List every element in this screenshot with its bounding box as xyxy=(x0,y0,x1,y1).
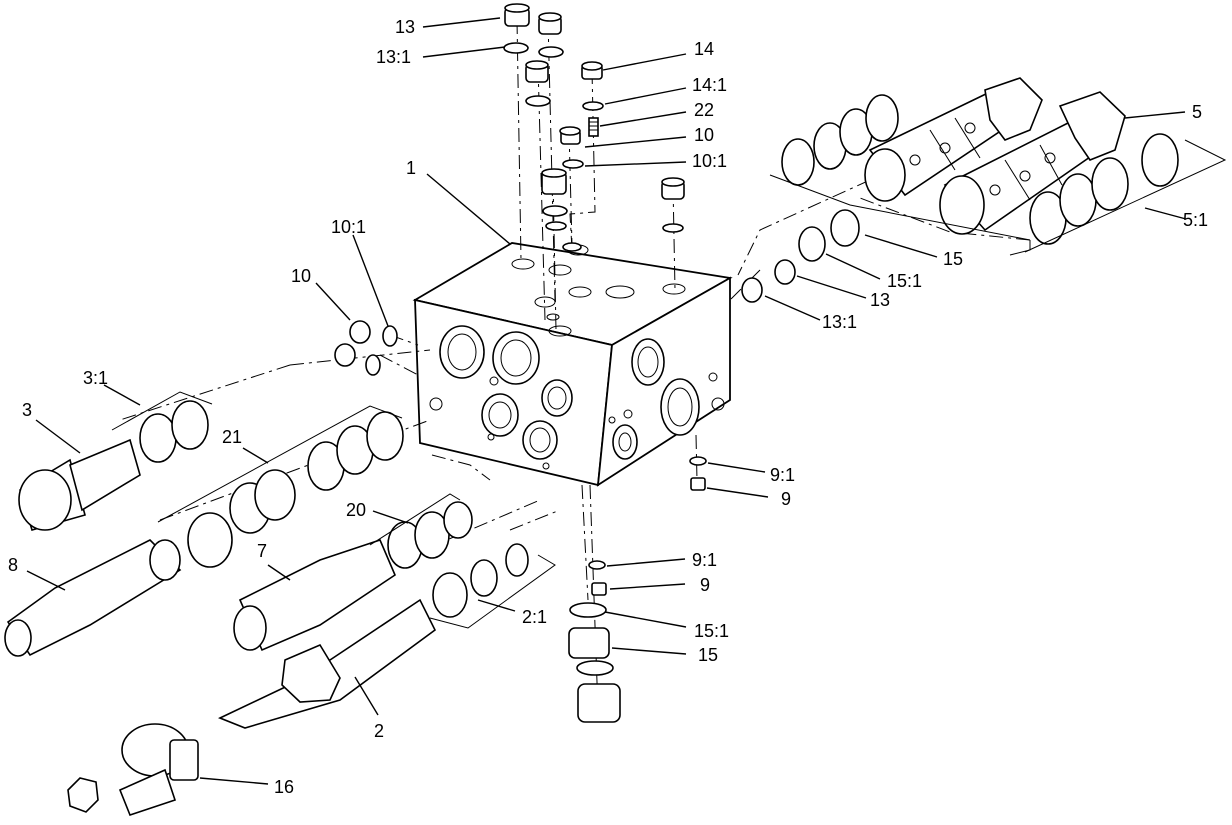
plug-14 xyxy=(581,61,604,111)
callout-13-top: 13 xyxy=(395,17,415,37)
callout-10-1-top: 10:1 xyxy=(692,151,727,171)
callout-5-1: 5:1 xyxy=(1183,210,1208,230)
callout-14: 14 xyxy=(694,39,714,59)
callout-5: 5 xyxy=(1192,102,1202,122)
callout-2-1: 2:1 xyxy=(522,607,547,627)
callout-21: 21 xyxy=(222,427,242,447)
callout-9-b: 9 xyxy=(700,575,710,595)
cartridge-upper xyxy=(864,77,1043,202)
callout-13-1-top: 13:1 xyxy=(376,47,411,67)
left-small-plugs xyxy=(334,320,398,376)
callout-7: 7 xyxy=(257,541,267,561)
cartridge-3 xyxy=(18,400,209,531)
callout-1: 1 xyxy=(406,158,416,178)
plug-10-top xyxy=(559,126,584,169)
callout-15-1-bottom: 15:1 xyxy=(694,621,729,641)
spring-22 xyxy=(588,117,599,137)
callout-13-right: 13 xyxy=(870,290,890,310)
cartridge-lower xyxy=(939,91,1126,235)
center-lines xyxy=(119,19,1031,711)
plug-right-top xyxy=(661,177,685,233)
callout-10-left: 10 xyxy=(291,266,311,286)
top-plugs xyxy=(503,3,685,252)
leader-lines xyxy=(26,17,1187,785)
callout-15-right: 15 xyxy=(943,249,963,269)
plug-13-top xyxy=(503,3,530,54)
plug-long-center xyxy=(541,168,582,252)
bottom-parts xyxy=(568,456,707,723)
right-small-parts xyxy=(741,209,860,303)
callout-3-1: 3:1 xyxy=(83,368,108,388)
cartridge-7 xyxy=(233,539,396,652)
cartridge-8 xyxy=(4,539,182,657)
callout-9-a: 9 xyxy=(781,489,791,509)
plug-pair-3 xyxy=(525,60,551,107)
seal-stack-21 xyxy=(187,411,404,568)
callout-15-bottom: 15 xyxy=(698,645,718,665)
callout-20: 20 xyxy=(346,500,366,520)
callout-labels: 1 13 13:1 14 14:1 22 10 10:1 5 5:1 15 15… xyxy=(8,17,1208,797)
callout-15-1-right: 15:1 xyxy=(887,271,922,291)
callout-10-1-left: 10:1 xyxy=(331,217,366,237)
callout-16: 16 xyxy=(274,777,294,797)
seal-stack-2-1 xyxy=(432,543,529,618)
callout-14-1: 14:1 xyxy=(692,75,727,95)
callout-13-1-right: 13:1 xyxy=(822,312,857,332)
callout-3: 3 xyxy=(22,400,32,420)
callout-9-1-b: 9:1 xyxy=(692,550,717,570)
callout-2: 2 xyxy=(374,721,384,741)
callout-9-1-a: 9:1 xyxy=(770,465,795,485)
coil-16 xyxy=(67,723,199,816)
manifold-block xyxy=(412,242,733,487)
callout-8: 8 xyxy=(8,555,18,575)
callout-22: 22 xyxy=(694,100,714,120)
plug-pair-2 xyxy=(538,12,564,58)
cartridge-valves-5 xyxy=(769,77,1227,256)
callout-10-top: 10 xyxy=(694,125,714,145)
solenoid-valve-2 xyxy=(218,598,437,729)
seal-stack-20 xyxy=(387,501,473,569)
